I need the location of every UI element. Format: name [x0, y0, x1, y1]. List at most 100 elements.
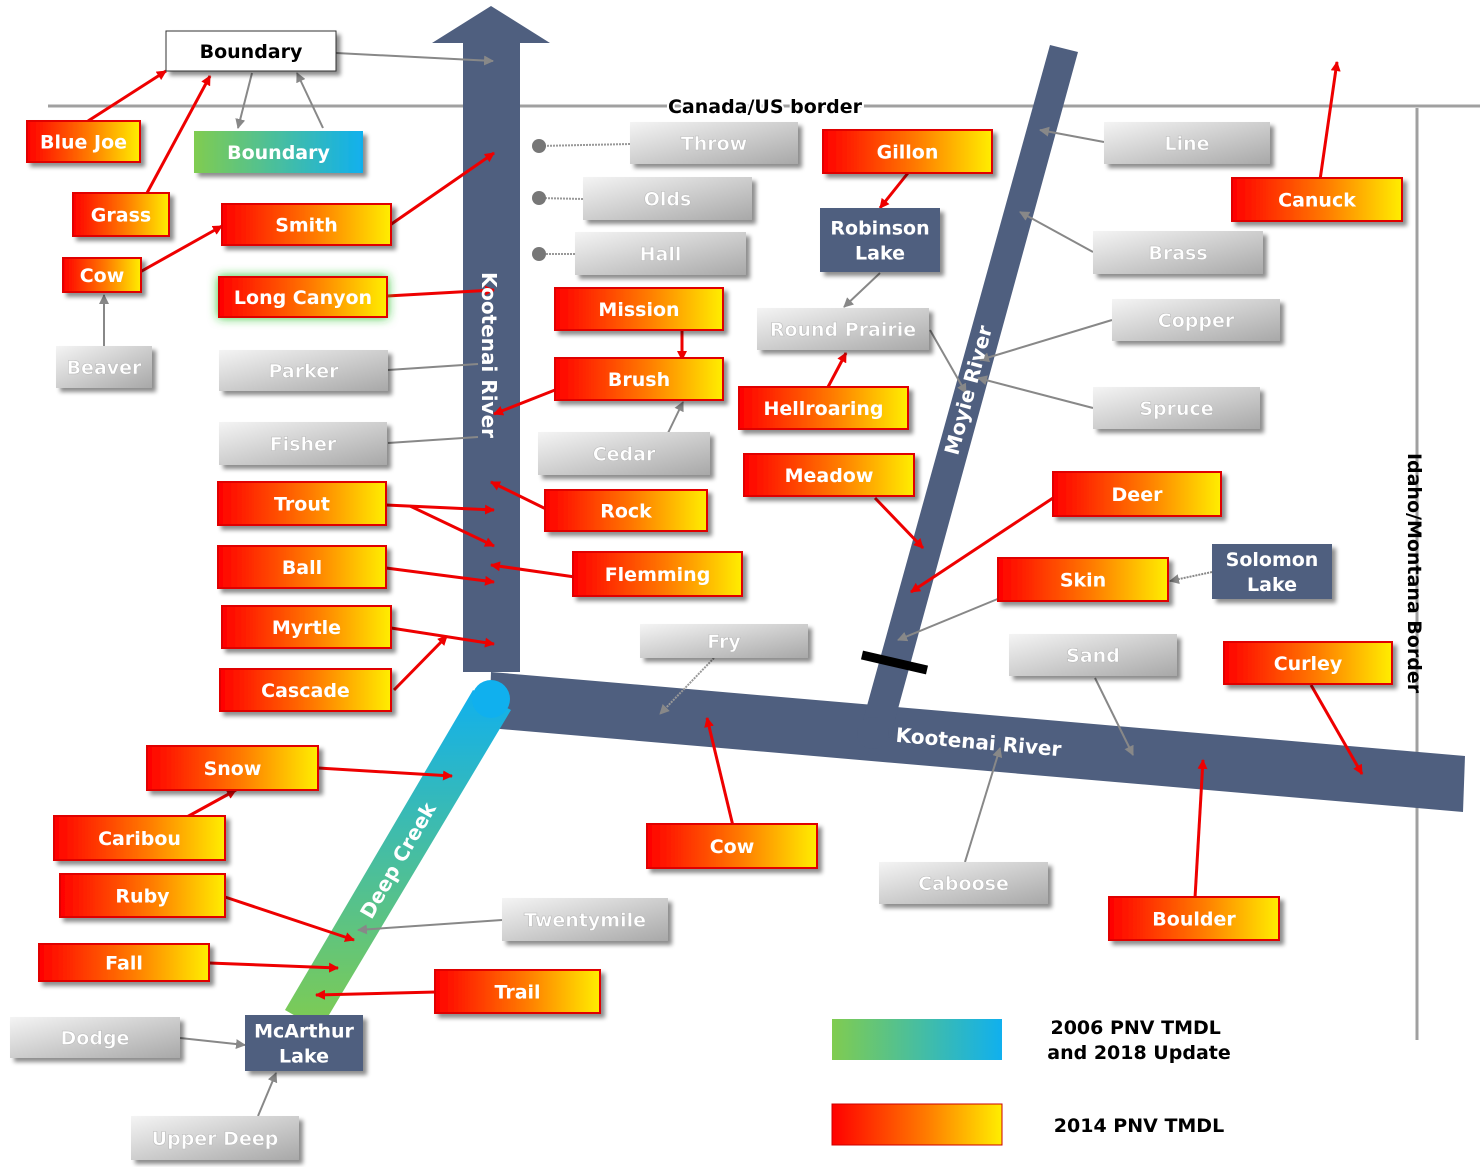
node-box [1108, 896, 1280, 941]
node-label: Skin [1060, 570, 1106, 592]
node-label: Ball [282, 557, 322, 579]
node-label: Blue Joe [40, 132, 127, 154]
node-label: Curley [1274, 653, 1343, 675]
node-box [53, 815, 226, 861]
node-rock: Rock [544, 489, 708, 532]
node-label: Myrtle [272, 617, 341, 639]
node-box [646, 823, 818, 869]
connectors [87, 52, 1364, 1117]
node-box [554, 357, 724, 401]
node-label: Brass [1148, 243, 1207, 265]
node-curley: Curley [1223, 641, 1393, 685]
node-mission: Mission [554, 287, 724, 331]
legend: 2006 PNV TMDL and 2018 Update 2014 PNV T… [831, 1017, 1231, 1146]
node-throw: Throw [630, 122, 798, 164]
node-box [72, 192, 170, 237]
node-label: Mission [598, 299, 679, 321]
node-box [879, 862, 1048, 904]
node-box [165, 30, 337, 72]
legend-swatch-2006 [832, 1019, 1002, 1060]
deep-creek-shape [285, 690, 511, 1030]
node-label: Dodge [61, 1028, 130, 1050]
node-box [26, 120, 141, 163]
moyie-dam-marker [860, 650, 929, 675]
node-snow: Snow [146, 745, 319, 791]
node-cascade: Cascade [219, 668, 392, 712]
node-box [219, 422, 387, 465]
node-trout: Trout [217, 481, 387, 526]
kootenai-river-north-shape [432, 6, 550, 672]
canada-us-border-label: Canada/US border [668, 96, 863, 118]
node-box [10, 1017, 180, 1058]
node-label: Trail [494, 982, 540, 1004]
node-box [757, 308, 929, 350]
node-label: Cow [80, 265, 125, 287]
node-box [554, 287, 724, 331]
node-box [218, 276, 388, 318]
node-box [583, 177, 752, 220]
node-boundary-2006: Boundary [194, 131, 363, 173]
node-dodge: Dodge [10, 1017, 180, 1058]
node-myrtle: Myrtle [221, 605, 392, 649]
node-brush: Brush [554, 357, 724, 401]
node-box [217, 545, 387, 589]
node-box [38, 943, 210, 982]
node-label: Round Prairie [770, 319, 916, 341]
node-box [1231, 177, 1403, 222]
node-beaver: Beaver [56, 346, 152, 388]
node-label: Parker [269, 361, 340, 383]
node-label: Fall [105, 953, 143, 975]
node-twentymile: Twentymile [502, 898, 668, 941]
node-spruce: Spruce [1093, 387, 1260, 429]
border-lines [48, 104, 1480, 1040]
node-box [1212, 544, 1332, 599]
node-label: Line [1164, 133, 1209, 155]
node-ball: Ball [217, 545, 387, 589]
node-label: Copper [1158, 310, 1235, 332]
node-canuck: Canuck [1231, 177, 1403, 222]
legend-label-2014: 2014 PNV TMDL [1054, 1115, 1224, 1137]
node-label: Ruby [115, 886, 170, 908]
node-box [1052, 471, 1222, 517]
node-line: Line [1104, 122, 1270, 164]
node-grass: Grass [72, 192, 170, 237]
node-box [822, 129, 993, 174]
node-boulder: Boulder [1108, 896, 1280, 941]
node-label: Boundary [227, 142, 330, 164]
node-label: Cow [710, 836, 755, 858]
node-upper-deep: Upper Deep [131, 1116, 299, 1160]
legend-label-2006: 2006 PNV TMDL and 2018 Update [1047, 1017, 1230, 1064]
node-round-prairie: Round Prairie [757, 308, 929, 350]
node-label: Rock [600, 501, 652, 523]
node-box [217, 481, 387, 526]
node-box [575, 232, 746, 275]
node-box [146, 745, 319, 791]
node-box [538, 432, 710, 475]
node-cow-nw: Cow [62, 257, 142, 293]
node-label: Fisher [270, 434, 337, 456]
node-label: Meadow [785, 465, 874, 487]
node-box [219, 668, 392, 712]
node-box [56, 346, 152, 388]
node-box [1093, 231, 1263, 274]
node-label: Cascade [261, 680, 350, 702]
node-olds: Olds [583, 177, 752, 220]
node-smith: Smith [221, 203, 392, 246]
node-gillon: Gillon [822, 129, 993, 174]
node-label: Grass [91, 205, 151, 227]
node-label: Fry [707, 631, 741, 653]
moyie-confluence [857, 717, 889, 749]
node-label: Canuck [1278, 190, 1356, 212]
node-box [59, 873, 226, 918]
idaho-montana-border-label: Idaho/Montana Border [1403, 453, 1425, 694]
node-label: Gillon [877, 142, 939, 164]
node-parker: Parker [219, 350, 388, 391]
node-fry: Fry [640, 624, 808, 658]
node-caboose: Caboose [879, 862, 1048, 904]
node-box [738, 386, 909, 430]
node-box [434, 969, 601, 1014]
node-label: Snow [204, 758, 262, 780]
